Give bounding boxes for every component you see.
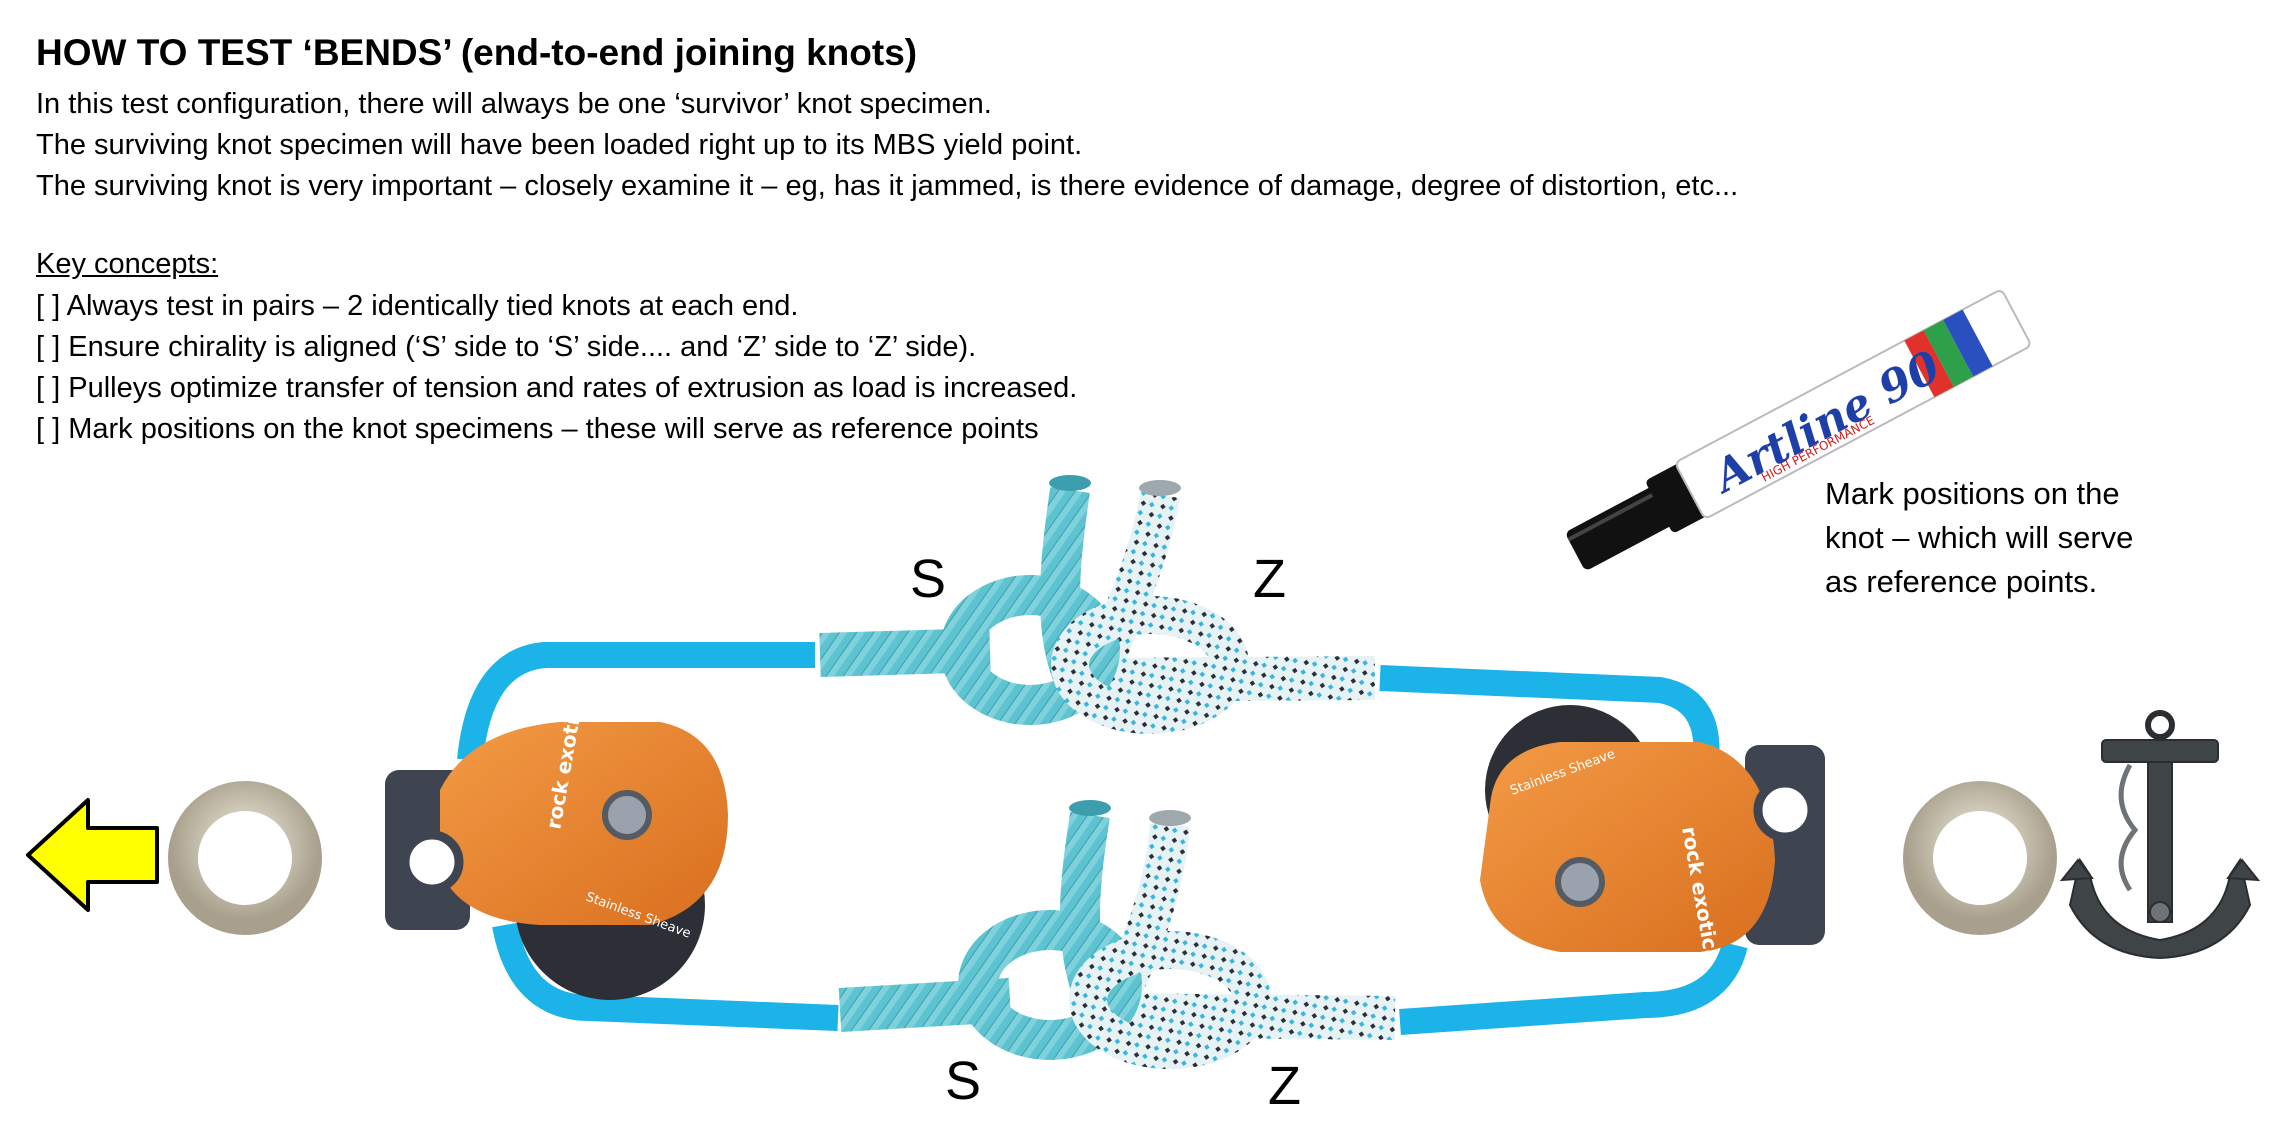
chirality-label-top-left: S [910, 549, 947, 609]
intro-line-2: The surviving knot specimen will have be… [36, 129, 1083, 161]
top-knot [819, 475, 1376, 734]
key-concept-2: [ ] Ensure chirality is aligned (‘S’ sid… [36, 331, 977, 363]
bottom-knot [838, 800, 1396, 1069]
right-swivel-ring [1903, 781, 2057, 935]
marker-note-line-1: Mark positions on the [1825, 476, 2120, 511]
key-concept-4: [ ] Mark positions on the knot specimens… [36, 413, 1039, 445]
chirality-label-bottom-right: Z [1268, 1056, 1301, 1116]
intro-line-1: In this test configuration, there will a… [36, 88, 992, 120]
marker-note-line-3: as reference points. [1825, 564, 2098, 599]
marker-note: Mark positions on the knot – which will … [1825, 472, 2245, 604]
chirality-label-bottom-left: S [945, 1051, 982, 1111]
key-concept-3: [ ] Pulleys optimize transfer of tension… [36, 372, 1078, 404]
key-concepts-heading: Key concepts: [36, 248, 219, 280]
key-concept-1: [ ] Always test in pairs – 2 identically… [36, 290, 799, 322]
rope-loop-bottom-left [492, 922, 839, 1031]
page-title: HOW TO TEST ‘BENDS’ (end-to-end joining … [36, 32, 918, 73]
left-swivel-ring [168, 781, 322, 935]
left-pulley: rock exotica Stainless Sheave [168, 691, 728, 1000]
rope-loop-top-left [457, 642, 815, 762]
chirality-label-top-right: Z [1253, 549, 1286, 609]
intro-line-3: The surviving knot is very important – c… [36, 170, 1739, 202]
rope-loop-bottom-right [1399, 941, 1748, 1035]
marker-note-line-2: knot – which will serve [1825, 520, 2134, 555]
right-pulley: rock exotica Stainless Sheave [1480, 705, 2057, 964]
pull-direction-arrow-icon [26, 798, 159, 912]
marker-pen: Artline 90 HIGH PERFORMANCE [1566, 290, 2031, 570]
anchor-icon [2059, 710, 2261, 960]
marker-brand-label: Artline 90 [1702, 341, 1948, 504]
